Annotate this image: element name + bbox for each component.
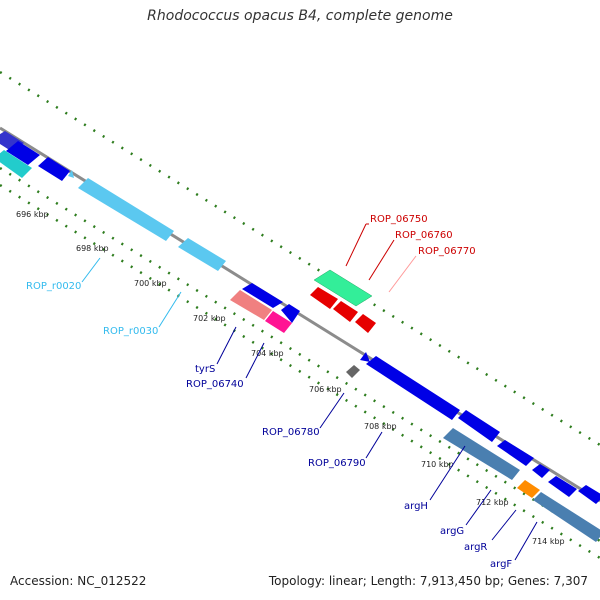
gene-features-red [310, 287, 376, 333]
gene-feature[interactable] [533, 492, 600, 542]
gene-feature[interactable] [346, 365, 360, 378]
scale-ticks: 696 kbp 698 kbp 700 kbp 702 kbp 704 kbp … [16, 210, 565, 546]
gene-feature[interactable] [310, 287, 338, 309]
gene-feature[interactable] [313, 269, 373, 307]
gene-feature[interactable] [178, 238, 226, 271]
gene-features-top [0, 131, 600, 504]
gene-labels: ROP_06750 ROP_06760 ROP_06770 ROP_r0020 … [26, 214, 512, 570]
gene-feature[interactable] [366, 356, 460, 420]
gene-label-rop-06790[interactable]: ROP_06790 [308, 458, 366, 469]
topology-text: Topology: linear; Length: 7,913,450 bp; … [268, 574, 588, 588]
gene-feature[interactable] [265, 311, 292, 333]
gene-feature[interactable] [458, 410, 500, 442]
gene-label-rop-r0030[interactable]: ROP_r0030 [103, 326, 158, 337]
gene-label-argr[interactable]: argR [464, 542, 487, 553]
tick-label: 712 kbp [476, 498, 509, 507]
gene-label-rop-06760[interactable]: ROP_06760 [395, 230, 453, 241]
tick-label: 702 kbp [193, 314, 226, 323]
gene-label-rop-06770[interactable]: ROP_06770 [418, 246, 476, 257]
gene-feature[interactable] [38, 157, 70, 181]
gene-feature[interactable] [68, 170, 74, 178]
tick-label: 704 kbp [251, 349, 284, 358]
dotted-guide-middle [0, 166, 600, 543]
gene-feature[interactable] [548, 476, 577, 497]
label-leader-lines [81, 223, 538, 561]
tick-label: 696 kbp [16, 210, 49, 219]
tick-label: 710 kbp [421, 460, 454, 469]
map-title: Rhodococcus opacus B4, complete genome [147, 8, 453, 24]
gene-label-rop-r0020[interactable]: ROP_r0020 [26, 281, 81, 292]
gene-feature[interactable] [0, 150, 32, 178]
gene-label-rop-06740[interactable]: ROP_06740 [186, 379, 244, 390]
gene-feature[interactable] [497, 440, 534, 466]
gene-feature[interactable] [230, 290, 272, 320]
tick-label: 714 kbp [532, 537, 565, 546]
gene-label-rop-06750[interactable]: ROP_06750 [370, 214, 428, 225]
dotted-guide-bottom [0, 183, 600, 560]
tick-label: 706 kbp [309, 385, 342, 394]
gene-feature[interactable] [578, 485, 600, 504]
gene-label-rop-06780[interactable]: ROP_06780 [262, 427, 320, 438]
gene-feature[interactable] [281, 304, 300, 323]
tick-label: 698 kbp [76, 244, 109, 253]
gene-feature[interactable] [6, 141, 40, 165]
gene-feature[interactable] [355, 314, 376, 333]
gene-feature[interactable] [532, 464, 550, 478]
tick-label: 708 kbp [364, 422, 397, 431]
gene-features-lower [0, 141, 600, 542]
gene-feature[interactable] [360, 352, 370, 362]
tick-label: 700 kbp [134, 279, 167, 288]
gene-feature[interactable] [517, 480, 540, 498]
gene-label-argf[interactable]: argF [490, 559, 512, 570]
dotted-guide-top [0, 70, 600, 447]
accession-text: Accession: NC_012522 [10, 574, 147, 588]
gene-feature[interactable] [242, 283, 283, 308]
gene-feature[interactable] [78, 178, 174, 241]
gene-label-argh[interactable]: argH [404, 501, 428, 512]
gene-label-argg[interactable]: argG [440, 526, 464, 537]
gene-label-tyrs[interactable]: tyrS [195, 364, 215, 375]
gene-feature[interactable] [443, 428, 520, 480]
gene-feature[interactable] [333, 301, 358, 322]
